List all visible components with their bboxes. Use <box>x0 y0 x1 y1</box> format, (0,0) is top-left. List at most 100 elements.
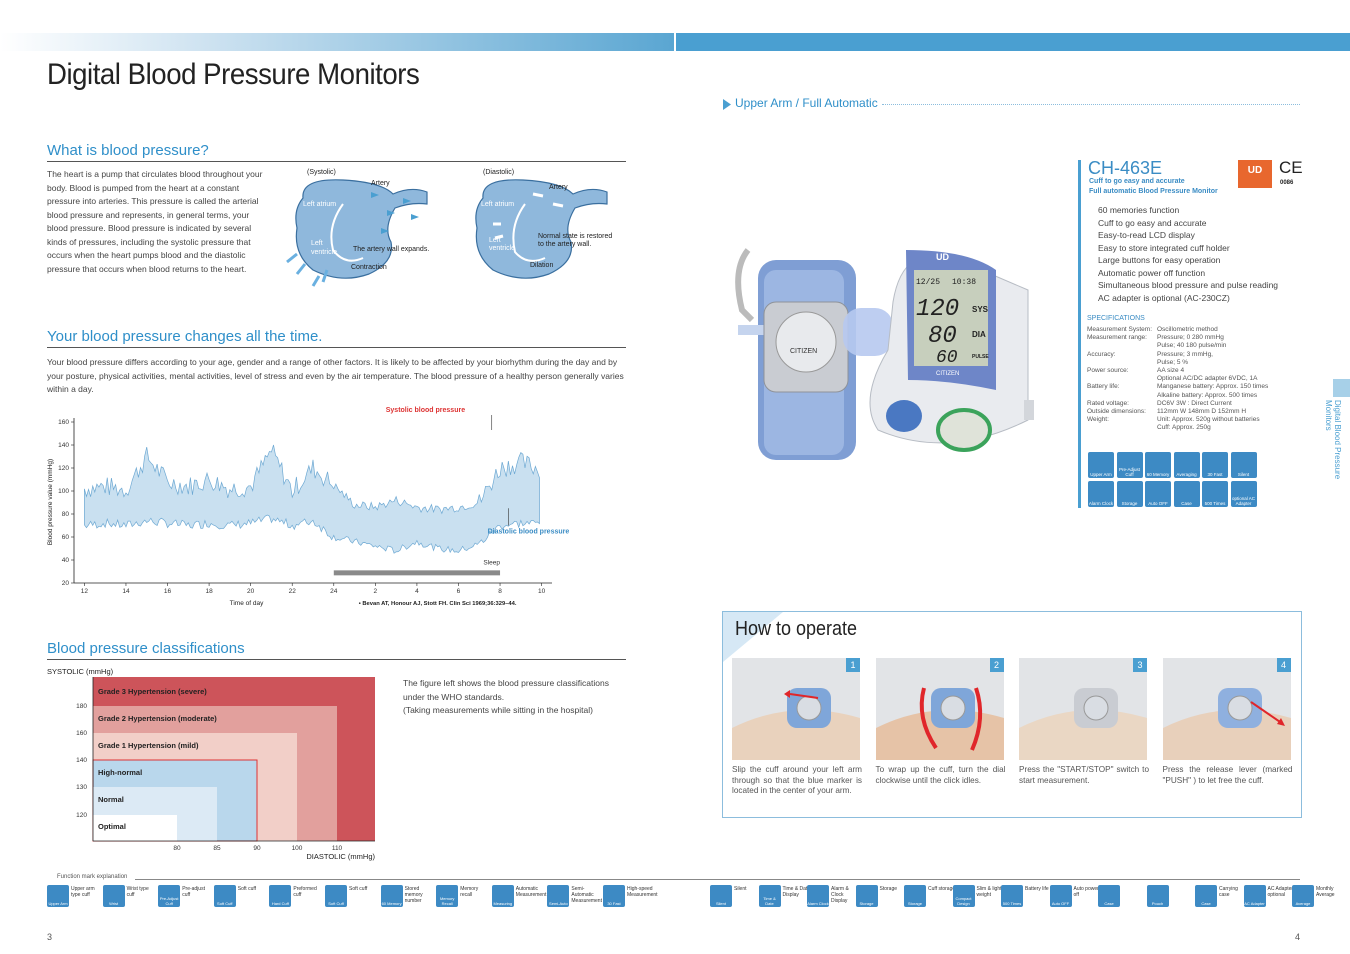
feature-item: Easy-to-read LCD display <box>1098 230 1195 240</box>
y-tick-label: 120 <box>58 465 69 472</box>
lcd-time: 10:38 <box>952 278 976 287</box>
feature-badge-icon: Averaging <box>1173 452 1200 478</box>
x-tick-label: 80 <box>173 845 181 852</box>
cuff-brand: CITIZEN <box>790 348 817 355</box>
howto-corner-triangle <box>723 612 783 662</box>
badge-label: Averaging <box>1176 472 1197 477</box>
badge-label: 60 Memory <box>1146 472 1170 477</box>
subnav-dotted-rule <box>882 104 1300 105</box>
left-ventricle-sys-2: ventricle <box>311 249 337 256</box>
step-number: 3 <box>1133 658 1147 672</box>
start-stop-button[interactable] <box>936 408 992 452</box>
function-mark-label: Slim & light weight <box>976 886 1002 898</box>
function-icon-label: Silent <box>715 901 726 906</box>
feature-badge-icon: Case <box>1173 481 1200 507</box>
function-mark-icon: Average <box>1292 885 1314 907</box>
feature-badge-icon: optional AC Adapter <box>1230 481 1257 507</box>
product-box <box>1078 160 1303 508</box>
x-tick-label: 100 <box>292 845 303 852</box>
function-mark-label: Wrist type cuff <box>126 886 149 898</box>
x-tick-label: 2 <box>374 588 378 595</box>
function-title: Function mark explanation <box>57 874 128 880</box>
side-tab <box>1333 379 1350 397</box>
ud-logo: UD <box>1238 160 1272 188</box>
left-ventricle-dia-1: Left <box>489 237 501 244</box>
x-tick-label: 8 <box>498 588 502 595</box>
x-tick-label: 22 <box>289 588 297 595</box>
header-gradient-bar <box>0 33 674 51</box>
sleep-label: Sleep <box>483 560 500 567</box>
artery-label-dia: Artery <box>549 184 568 191</box>
spec-value: Cuff: Approx. 250g <box>1157 424 1211 432</box>
lcd-pulse-label: PULSE <box>972 354 989 360</box>
x-axis-label: Time of day <box>230 600 264 607</box>
x-tick-label: 14 <box>122 588 130 595</box>
product-model: CH-463E <box>1088 158 1163 178</box>
y-tick-label: 80 <box>62 511 70 518</box>
feature-item: Easy to store integrated cuff holder <box>1098 242 1230 253</box>
badge-label: Silent <box>1237 472 1250 477</box>
function-icon-label: Measuring <box>493 901 513 906</box>
function-mark-icon: Auto OFF <box>1049 885 1072 907</box>
function-mark-icon: Storage <box>855 885 878 907</box>
feature-item: Automatic power off function <box>1098 267 1206 278</box>
feature-item: 60 memories function <box>1098 205 1180 215</box>
dia-note-1: Normal state is restored <box>538 233 612 240</box>
spec-value: Unit: Approx. 520g without batteries <box>1157 416 1260 424</box>
function-icon-label: Compact Design <box>955 896 972 906</box>
lcd-screen <box>914 270 988 366</box>
function-mark-icon: AC Adapter <box>1243 885 1266 907</box>
left-atrium-sys: Left atrium <box>303 201 336 208</box>
function-mark-icon: Time & Date <box>758 885 781 907</box>
function-mark-icon: Storage <box>904 885 926 907</box>
function-mark-label: Preformed cuff <box>293 886 317 898</box>
badge-label: 30 Fast <box>1207 472 1223 477</box>
spec-key: Weight: <box>1087 416 1109 424</box>
left-atrium-dia: Left atrium <box>481 201 514 208</box>
feature-badge-icon: 60 Memory <box>1145 452 1171 478</box>
step-text: Press the release lever (marked "PUSH" )… <box>1162 765 1293 785</box>
step-text: To wrap up the cuff, turn the dial clock… <box>875 765 1006 785</box>
y-tick-label: 140 <box>58 442 69 449</box>
step-number: 4 <box>1276 658 1291 672</box>
systolic-title: (Systolic) <box>307 169 336 176</box>
function-mark-label: Automatic Measurement <box>515 886 547 898</box>
contraction-label: Contraction <box>351 264 387 271</box>
x-tick-label: 18 <box>205 588 213 595</box>
spec-title: SPECIFICATIONS <box>1087 315 1145 322</box>
feature-item: Simultaneous blood pressure and pulse re… <box>1098 280 1279 290</box>
section-title-changes: Your blood pressure changes all the time… <box>47 328 323 345</box>
function-icon-label: 30 Fast <box>607 901 621 906</box>
function-icon-label: Alarm Clock <box>807 901 829 906</box>
lcd-dia: 80 <box>928 323 957 350</box>
spec-value: Oscillometric method <box>1157 326 1218 333</box>
x-tick-label: 85 <box>213 845 221 852</box>
function-icon-label: Soft Cuff <box>328 901 344 906</box>
function-mark-icon: Memory Recall <box>436 885 459 907</box>
spec-value: Pressure; 0 280 mmHg <box>1157 334 1224 342</box>
y-axis-label: Blood pressure value (mmHg) <box>47 459 54 545</box>
page-number-left: 3 <box>47 932 53 942</box>
section-rule <box>47 347 626 348</box>
feature-item: Large buttons for easy operation <box>1098 255 1221 265</box>
function-mark-label: Memory recall <box>460 886 479 898</box>
spec-key: Accuracy: <box>1087 350 1116 358</box>
function-icon-label: Time & Date <box>763 896 776 906</box>
diastolic-annotation: Diastolic blood pressure <box>488 529 570 536</box>
function-mark-label: High-speed Measurement <box>627 886 658 898</box>
function-mark-icon: 500 Times <box>1001 885 1023 907</box>
function-icon-label: Hard Cuff <box>271 901 289 906</box>
function-mark-label: Time & Date Display <box>782 886 811 898</box>
feature-item: Cuff to go easy and accurate <box>1098 217 1207 228</box>
section-rule <box>47 659 626 660</box>
step-text: Press the "START/STOP" switch to start m… <box>1019 765 1149 785</box>
spec-key: Outside dimensions: <box>1087 408 1146 415</box>
function-icon-label: Pouch <box>1151 901 1164 906</box>
step-photo <box>875 658 1004 760</box>
spec-value: Manganese battery: Approx. 150 times <box>1157 383 1269 391</box>
badge-label: Auto OFF <box>1148 501 1168 506</box>
function-mark-icon: Soft Cuff <box>213 885 236 907</box>
memory-button[interactable] <box>886 400 922 432</box>
y-tick-label: 20 <box>62 580 70 587</box>
